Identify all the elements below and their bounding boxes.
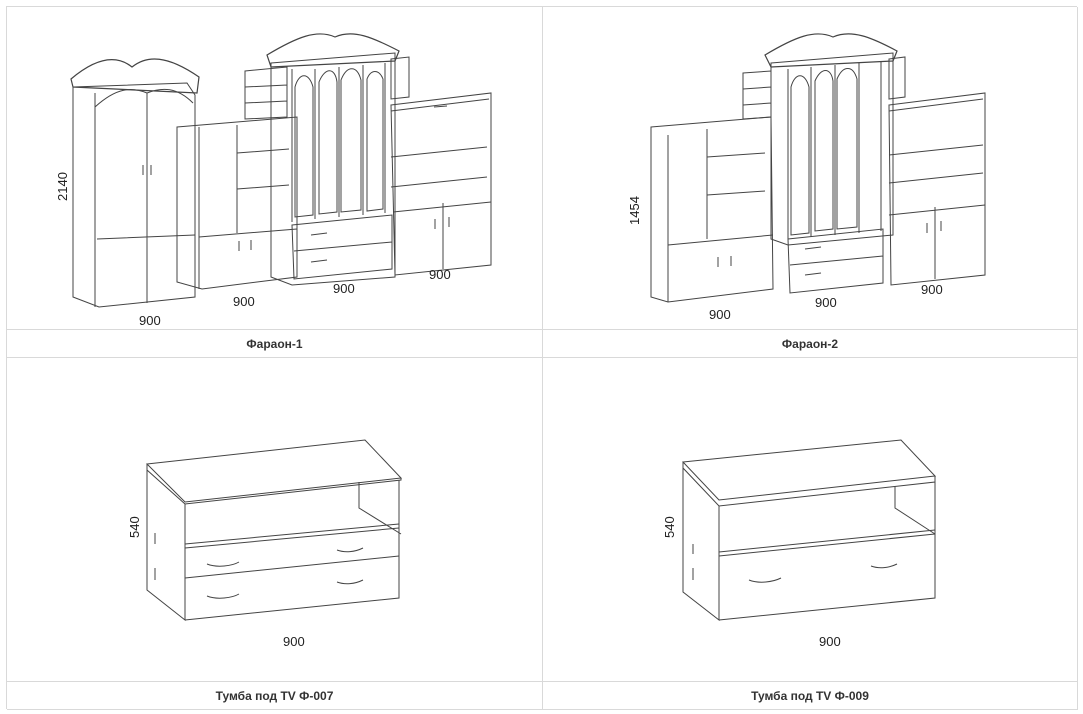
product-card-tv-stand-f007[interactable]: 540 900 Тумба под TV Ф-007 bbox=[7, 358, 543, 710]
dim-width-1: 900 bbox=[139, 313, 161, 328]
product-caption[interactable]: Тумба под TV Ф-007 bbox=[7, 681, 542, 709]
product-card-faraon-1[interactable]: 2140 900 900 900 900 Фараон-1 bbox=[7, 7, 543, 358]
dim-width: 900 bbox=[819, 634, 841, 649]
product-drawing: 1454 900 900 900 bbox=[627, 33, 986, 322]
dim-width-2: 900 bbox=[233, 294, 255, 309]
dim-width-2: 900 bbox=[815, 295, 837, 310]
product-caption[interactable]: Тумба под TV Ф-009 bbox=[543, 681, 1077, 709]
product-drawing: 2140 900 900 900 900 bbox=[55, 33, 492, 328]
dim-width-3: 900 bbox=[333, 281, 355, 296]
dim-width-1: 900 bbox=[709, 307, 731, 322]
product-drawing: 540 900 bbox=[127, 439, 403, 649]
dim-width: 900 bbox=[283, 634, 305, 649]
dim-height: 1454 bbox=[627, 196, 642, 225]
product-grid: 2140 900 900 900 900 Фараон-1 bbox=[6, 6, 1078, 710]
product-caption[interactable]: Фараон-2 bbox=[543, 329, 1077, 357]
product-card-faraon-2[interactable]: 1454 900 900 900 Фараон-2 bbox=[543, 7, 1078, 358]
dim-width-4: 900 bbox=[429, 267, 451, 282]
product-drawing: 540 900 bbox=[662, 439, 937, 649]
product-card-tv-stand-f009[interactable]: 540 900 Тумба под TV Ф-009 bbox=[543, 358, 1078, 710]
dim-height: 540 bbox=[662, 516, 677, 538]
product-caption[interactable]: Фараон-1 bbox=[7, 329, 542, 357]
dim-width-3: 900 bbox=[921, 282, 943, 297]
dim-height: 540 bbox=[127, 516, 142, 538]
dim-height: 2140 bbox=[55, 172, 70, 201]
